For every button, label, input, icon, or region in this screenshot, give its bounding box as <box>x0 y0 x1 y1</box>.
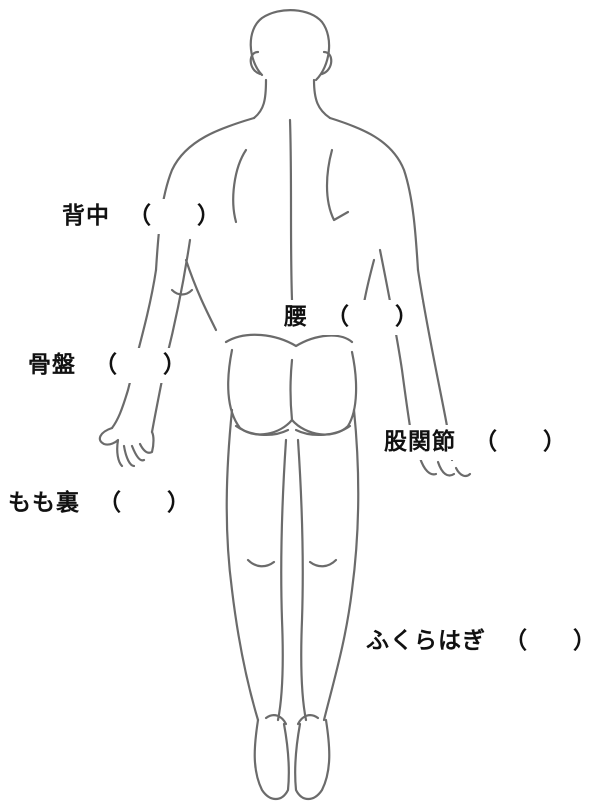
label-back-close-paren: ） <box>197 203 221 229</box>
arm-left-inner <box>150 238 192 434</box>
gluteal-cleft <box>289 358 294 422</box>
hand-right <box>418 456 472 478</box>
label-pelvis: 骨盤 （ ） <box>24 348 191 383</box>
label-pelvis-close-paren: ） <box>163 352 187 378</box>
label-hip-joint-close-paren: ） <box>543 429 567 455</box>
label-lower-back-name: 腰 <box>284 304 308 330</box>
spine <box>288 118 294 302</box>
label-calf-close-paren: ） <box>573 628 597 654</box>
label-back: 背中 （ ） <box>58 199 225 234</box>
label-hamstring-open-paren: （ <box>98 490 122 516</box>
leg-right-outer <box>322 408 360 722</box>
neck-right <box>312 78 332 120</box>
label-hamstring: もも裏 （ ） <box>4 486 195 521</box>
ear-right <box>320 50 333 76</box>
label-calf-open-paren: （ <box>504 628 528 654</box>
label-lower-back-close-paren: ） <box>395 304 419 330</box>
gluteal-fold-left <box>234 424 290 436</box>
head-outline <box>249 9 331 82</box>
label-calf: ふくらはぎ （ ） <box>362 624 601 659</box>
hand-left <box>98 426 155 468</box>
label-hamstring-close-paren: ） <box>167 490 191 516</box>
leg-left-inner <box>276 438 288 722</box>
scapula-right <box>325 148 350 222</box>
label-calf-name: ふくらはぎ <box>366 628 486 654</box>
label-pelvis-name: 骨盤 <box>28 352 76 378</box>
corner-bracket: 【 <box>594 30 614 79</box>
label-back-open-paren: （ <box>128 203 152 229</box>
arm-right-inner <box>378 248 416 452</box>
label-hip-joint: 股関節 （ ） <box>380 425 571 460</box>
label-back-name: 背中 <box>62 203 110 229</box>
label-pelvis-open-paren: （ <box>94 352 118 378</box>
elbow-left <box>170 288 194 296</box>
scapula-left <box>232 148 248 224</box>
label-hip-joint-name: 股関節 <box>384 429 456 455</box>
buttock-right <box>290 350 358 436</box>
label-hamstring-name: もも裏 <box>8 490 80 516</box>
label-lower-back-open-paren: （ <box>326 304 350 330</box>
label-hip-joint-open-paren: （ <box>474 429 498 455</box>
knee-right <box>308 558 338 568</box>
ankle-left <box>264 714 288 726</box>
buttock-left <box>227 348 294 436</box>
ear-left <box>249 50 262 76</box>
knee-left <box>246 558 276 568</box>
ankle-right <box>296 714 320 726</box>
waist-line <box>224 333 354 348</box>
neck-left <box>252 78 268 120</box>
foot-right <box>294 718 331 801</box>
gluteal-fold-right <box>294 424 352 436</box>
shoulder-left <box>154 116 256 272</box>
torso-left <box>184 258 218 332</box>
leg-left-outer <box>225 408 260 722</box>
foot-left <box>253 718 290 801</box>
shoulder-right <box>328 116 420 272</box>
label-lower-back: 腰 （ ） <box>280 300 423 335</box>
leg-right-inner <box>296 438 308 722</box>
